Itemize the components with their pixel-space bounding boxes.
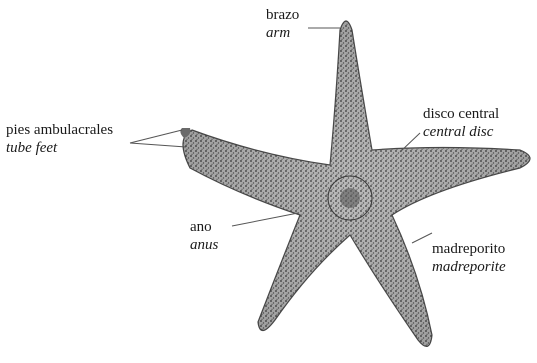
label-madreporite-es: madreporito bbox=[432, 240, 506, 258]
label-tube-feet: pies ambulacrales tube feet bbox=[6, 121, 113, 157]
label-central-disc-en: central disc bbox=[423, 123, 499, 141]
label-central-disc: disco central central disc bbox=[423, 105, 499, 141]
label-anus-es: ano bbox=[190, 218, 218, 236]
label-arm-es: brazo bbox=[266, 6, 299, 24]
label-arm-en: arm bbox=[266, 24, 299, 42]
label-anus-en: anus bbox=[190, 236, 218, 254]
anus-leader-line bbox=[232, 213, 298, 226]
label-madreporite-en: madreporite bbox=[432, 258, 506, 276]
tube-feet-leader-line-2 bbox=[130, 143, 186, 147]
madreporite-mark bbox=[340, 188, 360, 208]
label-anus: ano anus bbox=[190, 218, 218, 254]
tube-feet-leader-line bbox=[130, 130, 182, 143]
label-tube-feet-en: tube feet bbox=[6, 139, 113, 157]
madreporite-leader-line bbox=[412, 233, 432, 243]
label-madreporite: madreporito madreporite bbox=[432, 240, 506, 276]
central-disc bbox=[328, 176, 372, 220]
label-tube-feet-es: pies ambulacrales bbox=[6, 121, 113, 139]
label-arm: brazo arm bbox=[266, 6, 299, 42]
label-central-disc-es: disco central bbox=[423, 105, 499, 123]
